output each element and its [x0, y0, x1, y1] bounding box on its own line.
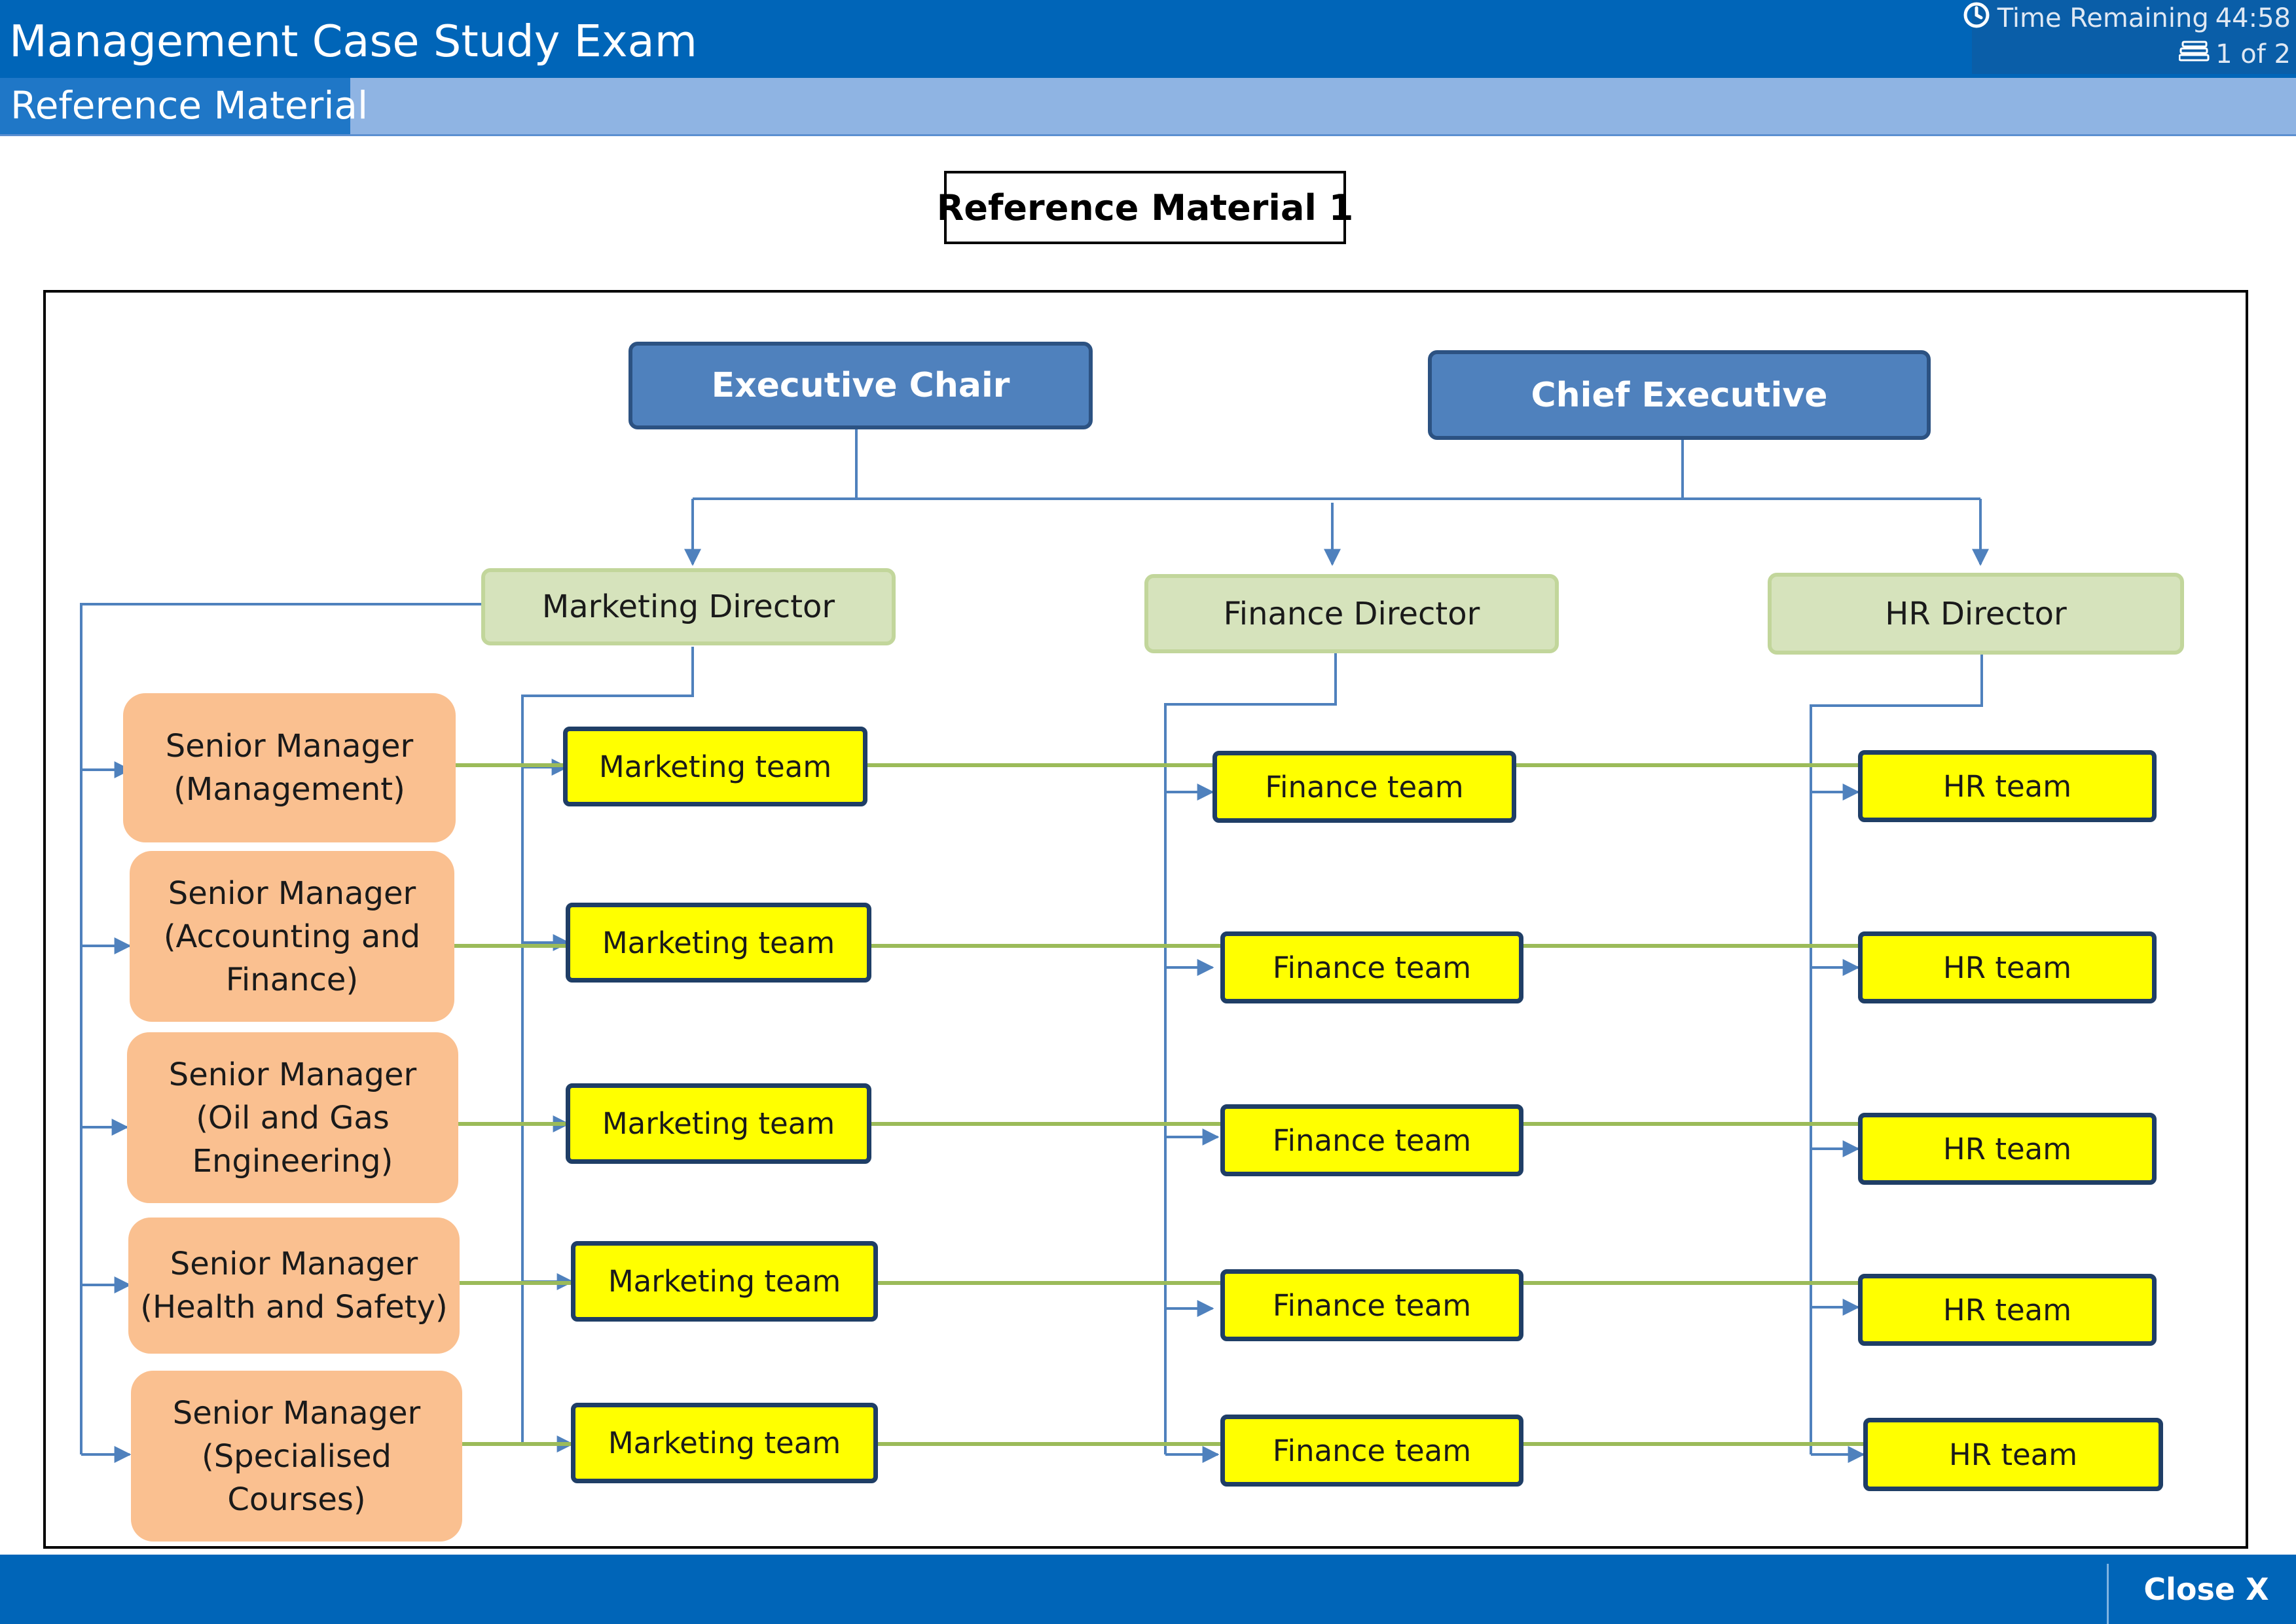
marketing-team-5: Marketing team: [571, 1403, 878, 1483]
senior-manager-area: (Health and Safety): [140, 1289, 448, 1326]
senior-manager-title: Senior Manager: [172, 1394, 421, 1432]
senior-manager-title: Senior Manager: [168, 875, 416, 912]
marketing-team-3: Marketing team: [566, 1083, 871, 1164]
close-button[interactable]: Close X: [2143, 1572, 2269, 1607]
document-title: Reference Material 1: [937, 171, 1353, 244]
senior-manager-area-line-1: (Specialised: [201, 1437, 392, 1475]
tab-reference-material[interactable]: Reference Material: [0, 78, 368, 134]
marketing-team-4: Marketing team: [571, 1241, 878, 1322]
senior-manager-area-line-2: Engineering): [192, 1142, 393, 1180]
finance-team-1: Finance team: [1212, 751, 1516, 823]
senior-manager-area-line-1: (Accounting and: [163, 918, 421, 955]
senior-manager-area-line-2: Courses): [227, 1481, 366, 1518]
title-bar: Management Case Study Exam Time Remainin…: [0, 0, 2296, 78]
finance-team-4: Finance team: [1220, 1269, 1523, 1341]
marketing-director-box: Marketing Director: [481, 568, 896, 645]
clock-icon: [1962, 1, 1991, 36]
hr-team-2: HR team: [1858, 931, 2157, 1003]
finance-team-3: Finance team: [1220, 1104, 1523, 1176]
senior-manager-area-line-1: (Oil and Gas: [196, 1099, 390, 1136]
marketing-team-bus: [521, 647, 694, 1444]
finance-director-box: Finance Director: [1144, 574, 1559, 653]
senior-manager-health-safety: Senior Manager (Health and Safety): [128, 1218, 460, 1354]
hr-team-bus: [1810, 653, 1983, 1454]
senior-manager-accounting-finance: Senior Manager (Accounting and Finance): [130, 851, 454, 1022]
senior-manager-specialised-courses: Senior Manager (Specialised Courses): [131, 1371, 462, 1542]
senior-manager-title: Senior Manager: [165, 728, 414, 765]
time-remaining-label: Time Remaining: [1997, 3, 2209, 33]
app-title: Management Case Study Exam: [9, 16, 697, 67]
page-stack-icon: [2178, 38, 2210, 71]
senior-manager-title: Senior Manager: [168, 1056, 417, 1093]
page-indicator-text: 1 of 2: [2215, 39, 2291, 69]
tab-reference-material-label: Reference Material: [10, 83, 369, 128]
senior-manager-area: (Management): [173, 771, 405, 808]
hr-team-1: HR team: [1858, 750, 2157, 822]
time-remaining: Time Remaining 44:58: [1962, 2, 2291, 35]
finance-team-bus: [1164, 653, 1337, 1454]
hr-team-5: HR team: [1863, 1418, 2163, 1491]
senior-manager-oil-gas-engineering: Senior Manager (Oil and Gas Engineering): [127, 1032, 458, 1203]
reference-tab-bar: Reference Material: [0, 78, 2296, 136]
org-chart-frame: [43, 290, 2248, 1549]
senior-manager-management: Senior Manager (Management): [123, 693, 456, 842]
chief-executive-box: Chief Executive: [1428, 350, 1931, 440]
senior-manager-area-line-2: Finance): [225, 961, 359, 998]
footer-divider: [2107, 1564, 2109, 1624]
exam-status-panel: Time Remaining 44:58 1 of 2: [1963, 0, 2296, 74]
senior-manager-bus: [80, 603, 482, 1454]
marketing-team-1: Marketing team: [563, 727, 867, 806]
finance-team-2: Finance team: [1220, 931, 1523, 1003]
page-indicator: 1 of 2: [2178, 38, 2291, 71]
finance-team-5: Finance team: [1220, 1415, 1523, 1487]
hr-team-3: HR team: [1858, 1113, 2157, 1185]
executive-chair-box: Executive Chair: [629, 342, 1093, 429]
hr-team-4: HR team: [1858, 1274, 2157, 1346]
hr-director-box: HR Director: [1768, 573, 2184, 655]
footer-bar: Close X: [0, 1555, 2296, 1624]
time-remaining-value: 44:58: [2215, 3, 2291, 33]
senior-manager-title: Senior Manager: [170, 1246, 418, 1282]
marketing-team-2: Marketing team: [566, 903, 871, 983]
